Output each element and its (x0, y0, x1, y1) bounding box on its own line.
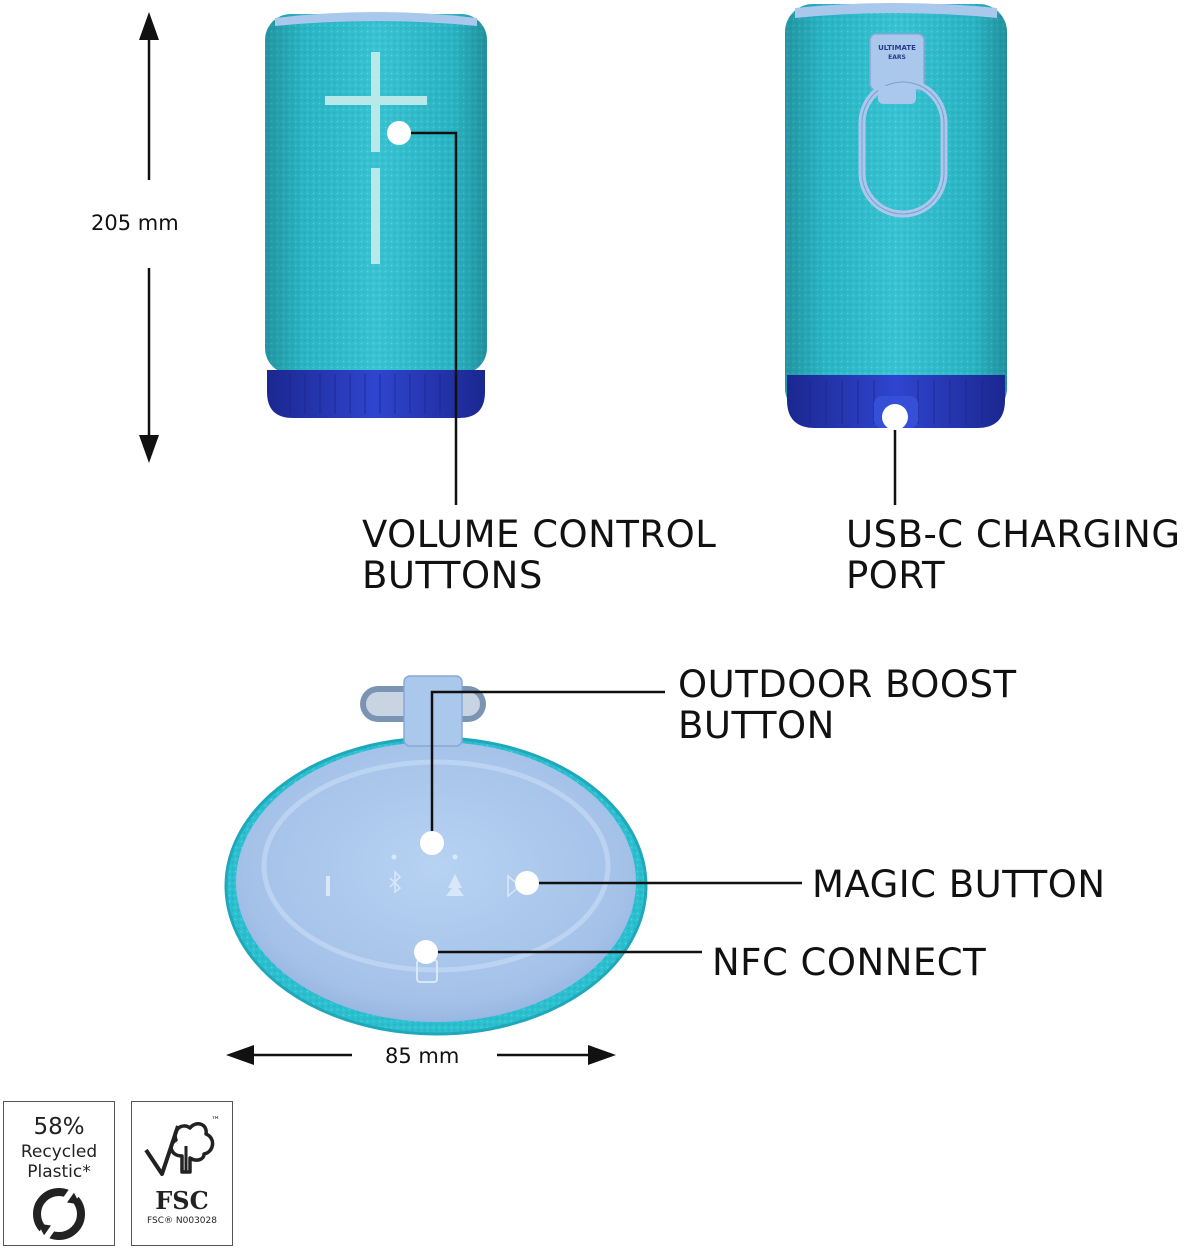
height-dimension-label: 205 mm (91, 211, 179, 235)
recycled-line1: Recycled (20, 1142, 98, 1162)
brand-logo-line2: EARS (888, 54, 906, 61)
fsc-tree-icon (144, 1122, 215, 1176)
volume-marker (387, 121, 411, 145)
volume-callout-label: VOLUME CONTROL BUTTONS (362, 514, 716, 596)
recycle-icon (33, 1187, 85, 1241)
outdoor-callout-line2: BUTTON (678, 704, 835, 747)
nfc-leader-line (414, 940, 702, 964)
volume-leader-line (387, 121, 458, 505)
volume-minus-icon (371, 168, 380, 264)
usb-callout-line1: USB-C CHARGING (846, 513, 1181, 556)
nfc-callout-line1: NFC CONNECT (712, 941, 987, 984)
volume-callout-line1: VOLUME CONTROL (362, 513, 717, 556)
nfc-callout-label: NFC CONNECT (712, 942, 986, 983)
outdoor-leader-line (420, 690, 665, 855)
power-icon (326, 876, 330, 896)
recycled-plastic-badge: 58% Recycled Plastic* (3, 1101, 115, 1246)
usb-leader-line (882, 404, 908, 505)
bluetooth-icon (389, 870, 402, 894)
outdoor-tree-icon (446, 874, 464, 896)
nfc-marker (414, 940, 438, 964)
recycled-percent: 58% (33, 1114, 85, 1140)
carabiner-loop (360, 675, 486, 747)
play-icon (507, 874, 522, 898)
carry-loop-tag (858, 33, 948, 218)
fsc-logo-text: FSC (155, 1186, 209, 1215)
usb-callout-label: USB-C CHARGING PORT (846, 514, 1181, 596)
usb-callout-line2: PORT (846, 554, 946, 597)
usb-marker (882, 404, 908, 430)
recycled-line2: Plastic* (27, 1162, 91, 1182)
volume-callout-line2: BUTTONS (362, 554, 543, 597)
magic-callout-line1: MAGIC BUTTON (812, 863, 1106, 906)
volume-plus-icon (325, 52, 427, 152)
fsc-license-code: FSC® N003028 (147, 1216, 217, 1226)
brand-logo-line1: ULTIMATE (878, 44, 916, 52)
fsc-badge: ™ FSC FSC® N003028 (131, 1101, 233, 1246)
speaker-top-view (224, 736, 648, 1036)
outdoor-callout-line1: OUTDOOR BOOST (678, 663, 1017, 706)
outdoor-callout-label: OUTDOOR BOOST BUTTON (678, 664, 1017, 746)
outdoor-marker (420, 831, 444, 855)
magic-callout-label: MAGIC BUTTON (812, 864, 1106, 905)
width-dimension-arrow (226, 1045, 616, 1065)
magic-marker (515, 871, 539, 895)
fsc-tm: ™ (211, 1116, 220, 1126)
magic-leader-line (515, 871, 802, 895)
height-dimension-arrow (139, 12, 159, 463)
width-dimension-label: 85 mm (385, 1044, 460, 1068)
